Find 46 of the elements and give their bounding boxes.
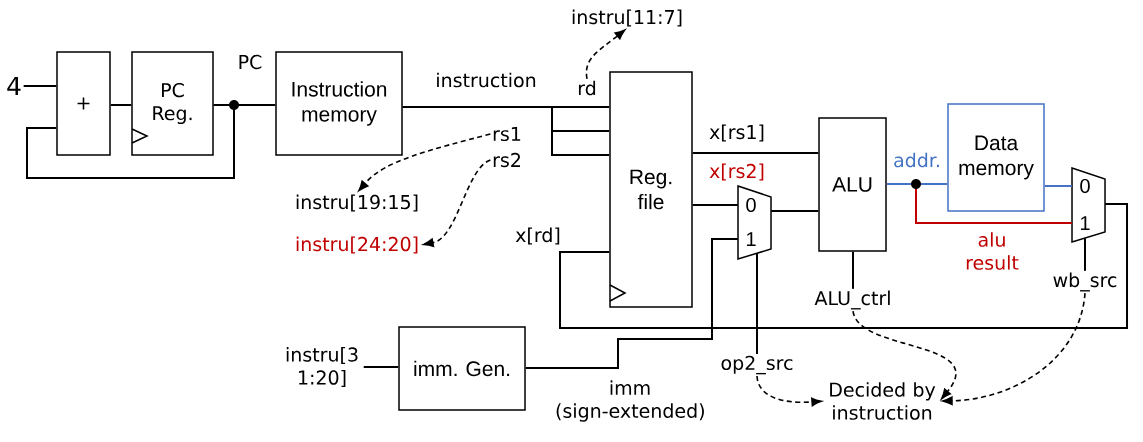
signal-label: 4 — [7, 76, 21, 96]
signal-label: instru[11:7] — [572, 9, 682, 27]
alu-box: ALU — [818, 117, 887, 252]
note-text: Decided by instruction — [830, 382, 936, 420]
wire — [401, 106, 611, 156]
wire — [691, 204, 739, 206]
signal-label: instru[3 1:20] — [286, 347, 358, 387]
signal-label: instru[19:15] — [296, 194, 418, 212]
wire — [885, 183, 949, 185]
memory-box: Data memory — [947, 103, 1045, 212]
signal-label: rd — [578, 80, 596, 96]
edge-label: x[rs1] — [709, 124, 764, 142]
edge-label: instruction — [437, 72, 536, 88]
edge-label: imm (sign-extended) — [556, 380, 704, 422]
signal-label: instru[24:20] — [296, 236, 418, 254]
generator-box: imm. Gen. — [398, 326, 526, 411]
wire — [1043, 185, 1073, 187]
wire — [770, 210, 820, 212]
wire — [524, 238, 739, 369]
register-file-box: Reg. file — [609, 71, 693, 308]
dashed-arrow — [852, 310, 957, 400]
signal-label: wb_src — [1053, 272, 1117, 292]
adder-box: + — [56, 51, 111, 156]
dashed-arrow — [942, 292, 1086, 406]
wire — [1084, 237, 1086, 272]
register-box: PC Reg. — [131, 51, 214, 156]
wire — [26, 104, 235, 179]
dashed-arrow — [756, 375, 822, 407]
signal-label: rs1 — [493, 126, 521, 142]
wire — [756, 252, 758, 355]
edge-label: alu result — [966, 232, 1019, 270]
dashed-arrow — [423, 159, 492, 248]
signal-label: rs2 — [493, 152, 520, 168]
edge-label: PC — [239, 54, 262, 70]
edge-label: x[rs2] — [709, 163, 764, 181]
wire — [362, 366, 400, 368]
edge-label: addr. — [894, 152, 939, 168]
signal-label: op2_src — [721, 355, 793, 375]
dashed-arrow — [585, 29, 626, 80]
wire — [22, 85, 58, 87]
memory-box: Instruction memory — [275, 51, 403, 156]
signal-label: ALU_ctrl — [814, 290, 890, 310]
dashed-arrow — [358, 133, 492, 192]
wire — [852, 250, 854, 290]
wire — [691, 152, 820, 154]
wire — [109, 104, 133, 106]
